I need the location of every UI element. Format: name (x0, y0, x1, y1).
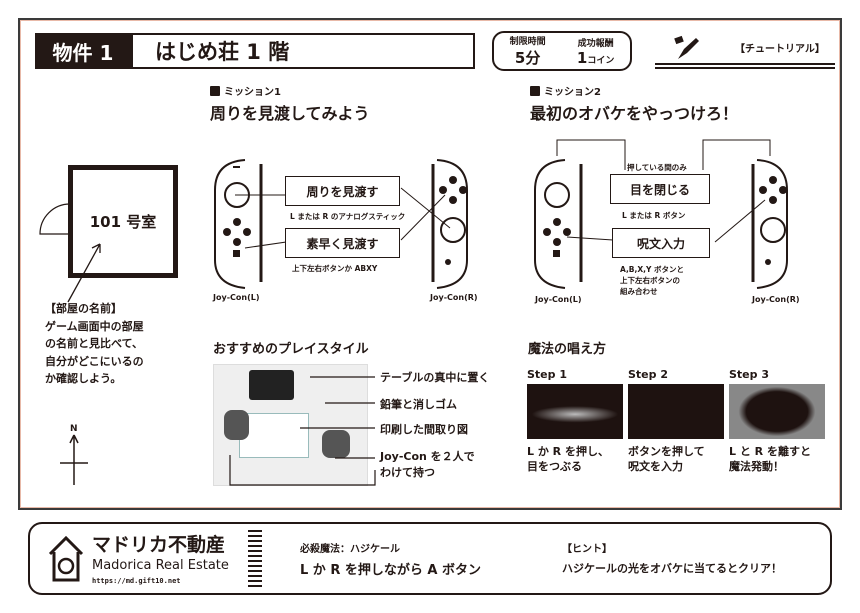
right-stick-icon (440, 217, 466, 243)
step-text: L と R を離すと (729, 445, 811, 458)
hint-label: 【ヒント】 (562, 544, 612, 555)
joycon-left-label: Joy-Con(L) (535, 295, 582, 304)
magic-title: 魔法の唱え方 (528, 342, 607, 357)
page-frame (18, 18, 842, 510)
stripe-decoration (248, 530, 262, 588)
tutorial-label: 【チュートリアル】 (735, 44, 825, 55)
house-logo-icon (48, 535, 84, 582)
compass-north-label: N (70, 424, 78, 434)
brand-url[interactable]: https://md.gift10.net (92, 577, 181, 585)
joycon-right-label: Joy-Con(R) (752, 295, 800, 304)
step-label: Step 2 (628, 368, 668, 381)
hand-joycon (224, 410, 249, 440)
time-label: 制限時間 (509, 37, 546, 47)
play-item: わけて持つ (380, 466, 435, 479)
look-around-box: 周りを見渡す (285, 176, 400, 206)
caption-line: ゲーム画面中の部屋 (45, 319, 144, 333)
compass-icon (60, 434, 88, 485)
quick-look-box: 素早く見渡す (285, 228, 400, 258)
play-style-arrows (229, 376, 376, 486)
joycon-left-label: Joy-Con(L) (213, 293, 260, 302)
room-caption: 【部屋の名前】ゲーム画面中の部屋の名前と見比べて、自分がどこにいるのか確認しよう… (45, 300, 144, 388)
step-screenshot (527, 384, 623, 439)
caption-line: 【部屋の名前】 (45, 302, 122, 315)
dpad-icon (223, 166, 251, 257)
mission1-joycon-diagram (214, 159, 468, 289)
mission2-label: ミッション2 (530, 83, 601, 98)
caption-line: 自分がどこにいるの (45, 354, 144, 368)
switch-console (249, 370, 294, 400)
footer-box: マドリカ不動産 Madorica Real Estate https://md.… (28, 522, 832, 595)
play-style-title: おすすめのプレイスタイル (213, 342, 369, 357)
caption-line: の名前と見比べて、 (45, 337, 144, 351)
spell-input-note: A,B,X,Y ボタンと上下左右ボタンの組み合わせ (620, 265, 684, 298)
hint-text: ハジケールの光をオバケに当てるとクリア！ (562, 562, 782, 575)
joycon-left-outline (214, 159, 246, 289)
step-screenshot (628, 384, 724, 439)
caption-line: か確認しよう。 (45, 372, 122, 386)
mission1-label: ミッション1 (210, 83, 281, 98)
look-around-note: L または R のアナログスティック (290, 212, 406, 221)
house-icon (210, 85, 220, 96)
step-text: L か R を押し、 (527, 445, 609, 458)
note-line: A,B,X,Y ボタンと (620, 265, 685, 274)
step-label: Step 1 (527, 368, 567, 381)
joycon-right-label: Joy-Con(R) (430, 293, 478, 302)
page-title: はじめ荘 1 階 (131, 33, 475, 69)
time-value: 5分 (514, 49, 541, 67)
step-text: ボタンを押して (628, 445, 705, 458)
divider (655, 63, 835, 69)
spell-label: 必殺魔法：ハジケール (300, 544, 400, 555)
abxy-buttons-icon (439, 176, 467, 265)
note-line: 上下左右ボタンの (620, 275, 680, 285)
mission2-label-text: ミッション2 (544, 87, 601, 98)
play-item: 印刷した間取り図 (380, 423, 468, 436)
brand-name-en: Madorica Real Estate (92, 558, 229, 573)
hand-joycon (322, 430, 350, 458)
close-eyes-box: 目を閉じる (610, 174, 710, 204)
note-line: 組み合わせ (620, 286, 658, 296)
mission2-joycon-diagram (534, 139, 788, 289)
reward-value: 1 (576, 48, 588, 67)
property-label: 物件 1 (35, 33, 131, 69)
mission1-label-text: ミッション1 (224, 87, 281, 98)
step-screenshot (729, 384, 825, 439)
step-2: Step 2 ボタンを押して呪文を入力 (628, 368, 724, 475)
step-text: 呪文を入力 (628, 459, 683, 473)
door-icon (39, 203, 71, 236)
step-label: Step 3 (729, 368, 769, 381)
house-icon (530, 85, 540, 96)
floor-plan-sheet (239, 413, 309, 458)
spell-input-box: 呪文入力 (612, 228, 710, 258)
time-limit: 制限時間 5分 (510, 34, 546, 68)
play-item: Joy-Con を２人で (380, 450, 475, 463)
brand-name: マドリカ不動産 (92, 534, 226, 556)
mission2-title: 最初のオバケをやっつけろ！ (530, 104, 739, 123)
pen-icon (674, 35, 699, 59)
close-eyes-note: L または R ボタン (622, 211, 686, 220)
joycon-right-outline (436, 159, 468, 289)
hold-only-note: 押している間のみ (627, 163, 687, 172)
quick-look-note: 上下左右ボタンか ABXY (292, 264, 378, 273)
mission1-title: 周りを見渡してみよう (210, 104, 370, 123)
step-text: 魔法発動！ (729, 459, 784, 473)
reward-unit: コイン (587, 55, 615, 66)
play-style-photo (213, 364, 368, 486)
step-3: Step 3 L と R を離すと魔法発動！ (729, 368, 825, 475)
step-1: Step 1 L か R を押し、目をつぶる (527, 368, 623, 475)
play-item: テーブルの真中に置く (380, 371, 490, 384)
step-text: 目をつぶる (527, 459, 582, 473)
reward-label: 成功報酬 (577, 38, 614, 49)
spell-text: L か R を押しながら A ボタン (300, 563, 481, 578)
pointer-arrow (67, 243, 101, 303)
play-item: 鉛筆と消しゴム (380, 398, 457, 411)
